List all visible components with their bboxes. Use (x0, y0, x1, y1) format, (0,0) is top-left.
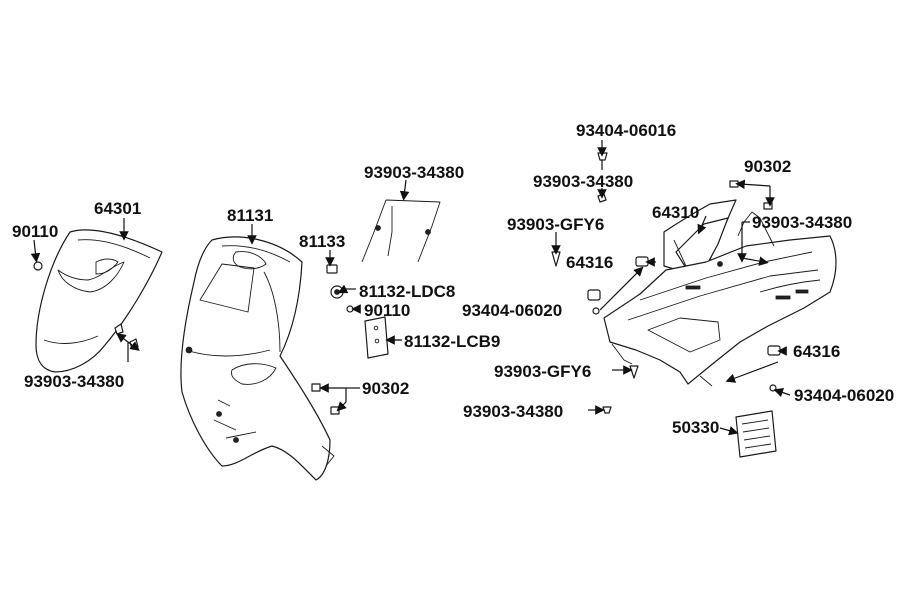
wire-bracket-drawing (361, 199, 441, 263)
label-90302-right: 90302 (744, 157, 791, 176)
label-93903-gfy6-bottom: 93903-GFY6 (494, 362, 591, 381)
leader-lines (30, 140, 791, 436)
label-93404-06020-right: 93404-06020 (794, 386, 894, 405)
label-50330: 50330 (672, 418, 719, 437)
label-90110-mid: 90110 (364, 301, 410, 320)
label-64301: 64301 (94, 199, 141, 218)
label-90302-mid: 90302 (362, 379, 409, 398)
small-hardware-drawings (33, 152, 781, 458)
label-93903-34380-right: 93903-34380 (752, 213, 852, 232)
label-81132-lcb9: 81132-LCB9 (404, 332, 500, 351)
label-93404-06016: 93404-06016 (576, 121, 676, 140)
label-93903-gfy6-top: 93903-GFY6 (507, 215, 604, 234)
label-93404-06020-left: 93404-06020 (462, 301, 562, 320)
label-93903-34380-bracket: 93903-34380 (364, 163, 464, 182)
label-81131: 81131 (227, 206, 273, 225)
floor-board-drawing (603, 199, 837, 387)
label-81133: 81133 (299, 232, 345, 251)
label-64316-top: 64316 (566, 253, 613, 272)
front-shield-cover-drawing (35, 229, 163, 373)
label-81132-ldc8: 81132-LDC8 (359, 282, 455, 301)
label-93903-34380-top: 93903-34380 (533, 172, 633, 191)
label-93903-34380-left: 93903-34380 (24, 372, 124, 391)
label-90110-left: 90110 (12, 222, 58, 241)
label-64316-bottom: 64316 (793, 342, 840, 361)
front-inner-panel-drawing (180, 236, 335, 481)
label-93903-34380-bottom: 93903-34380 (463, 402, 563, 421)
label-64310: 64310 (652, 203, 699, 222)
part-labels: 93404-06016 93903-34380 90302 93903-GFY6… (12, 121, 894, 437)
